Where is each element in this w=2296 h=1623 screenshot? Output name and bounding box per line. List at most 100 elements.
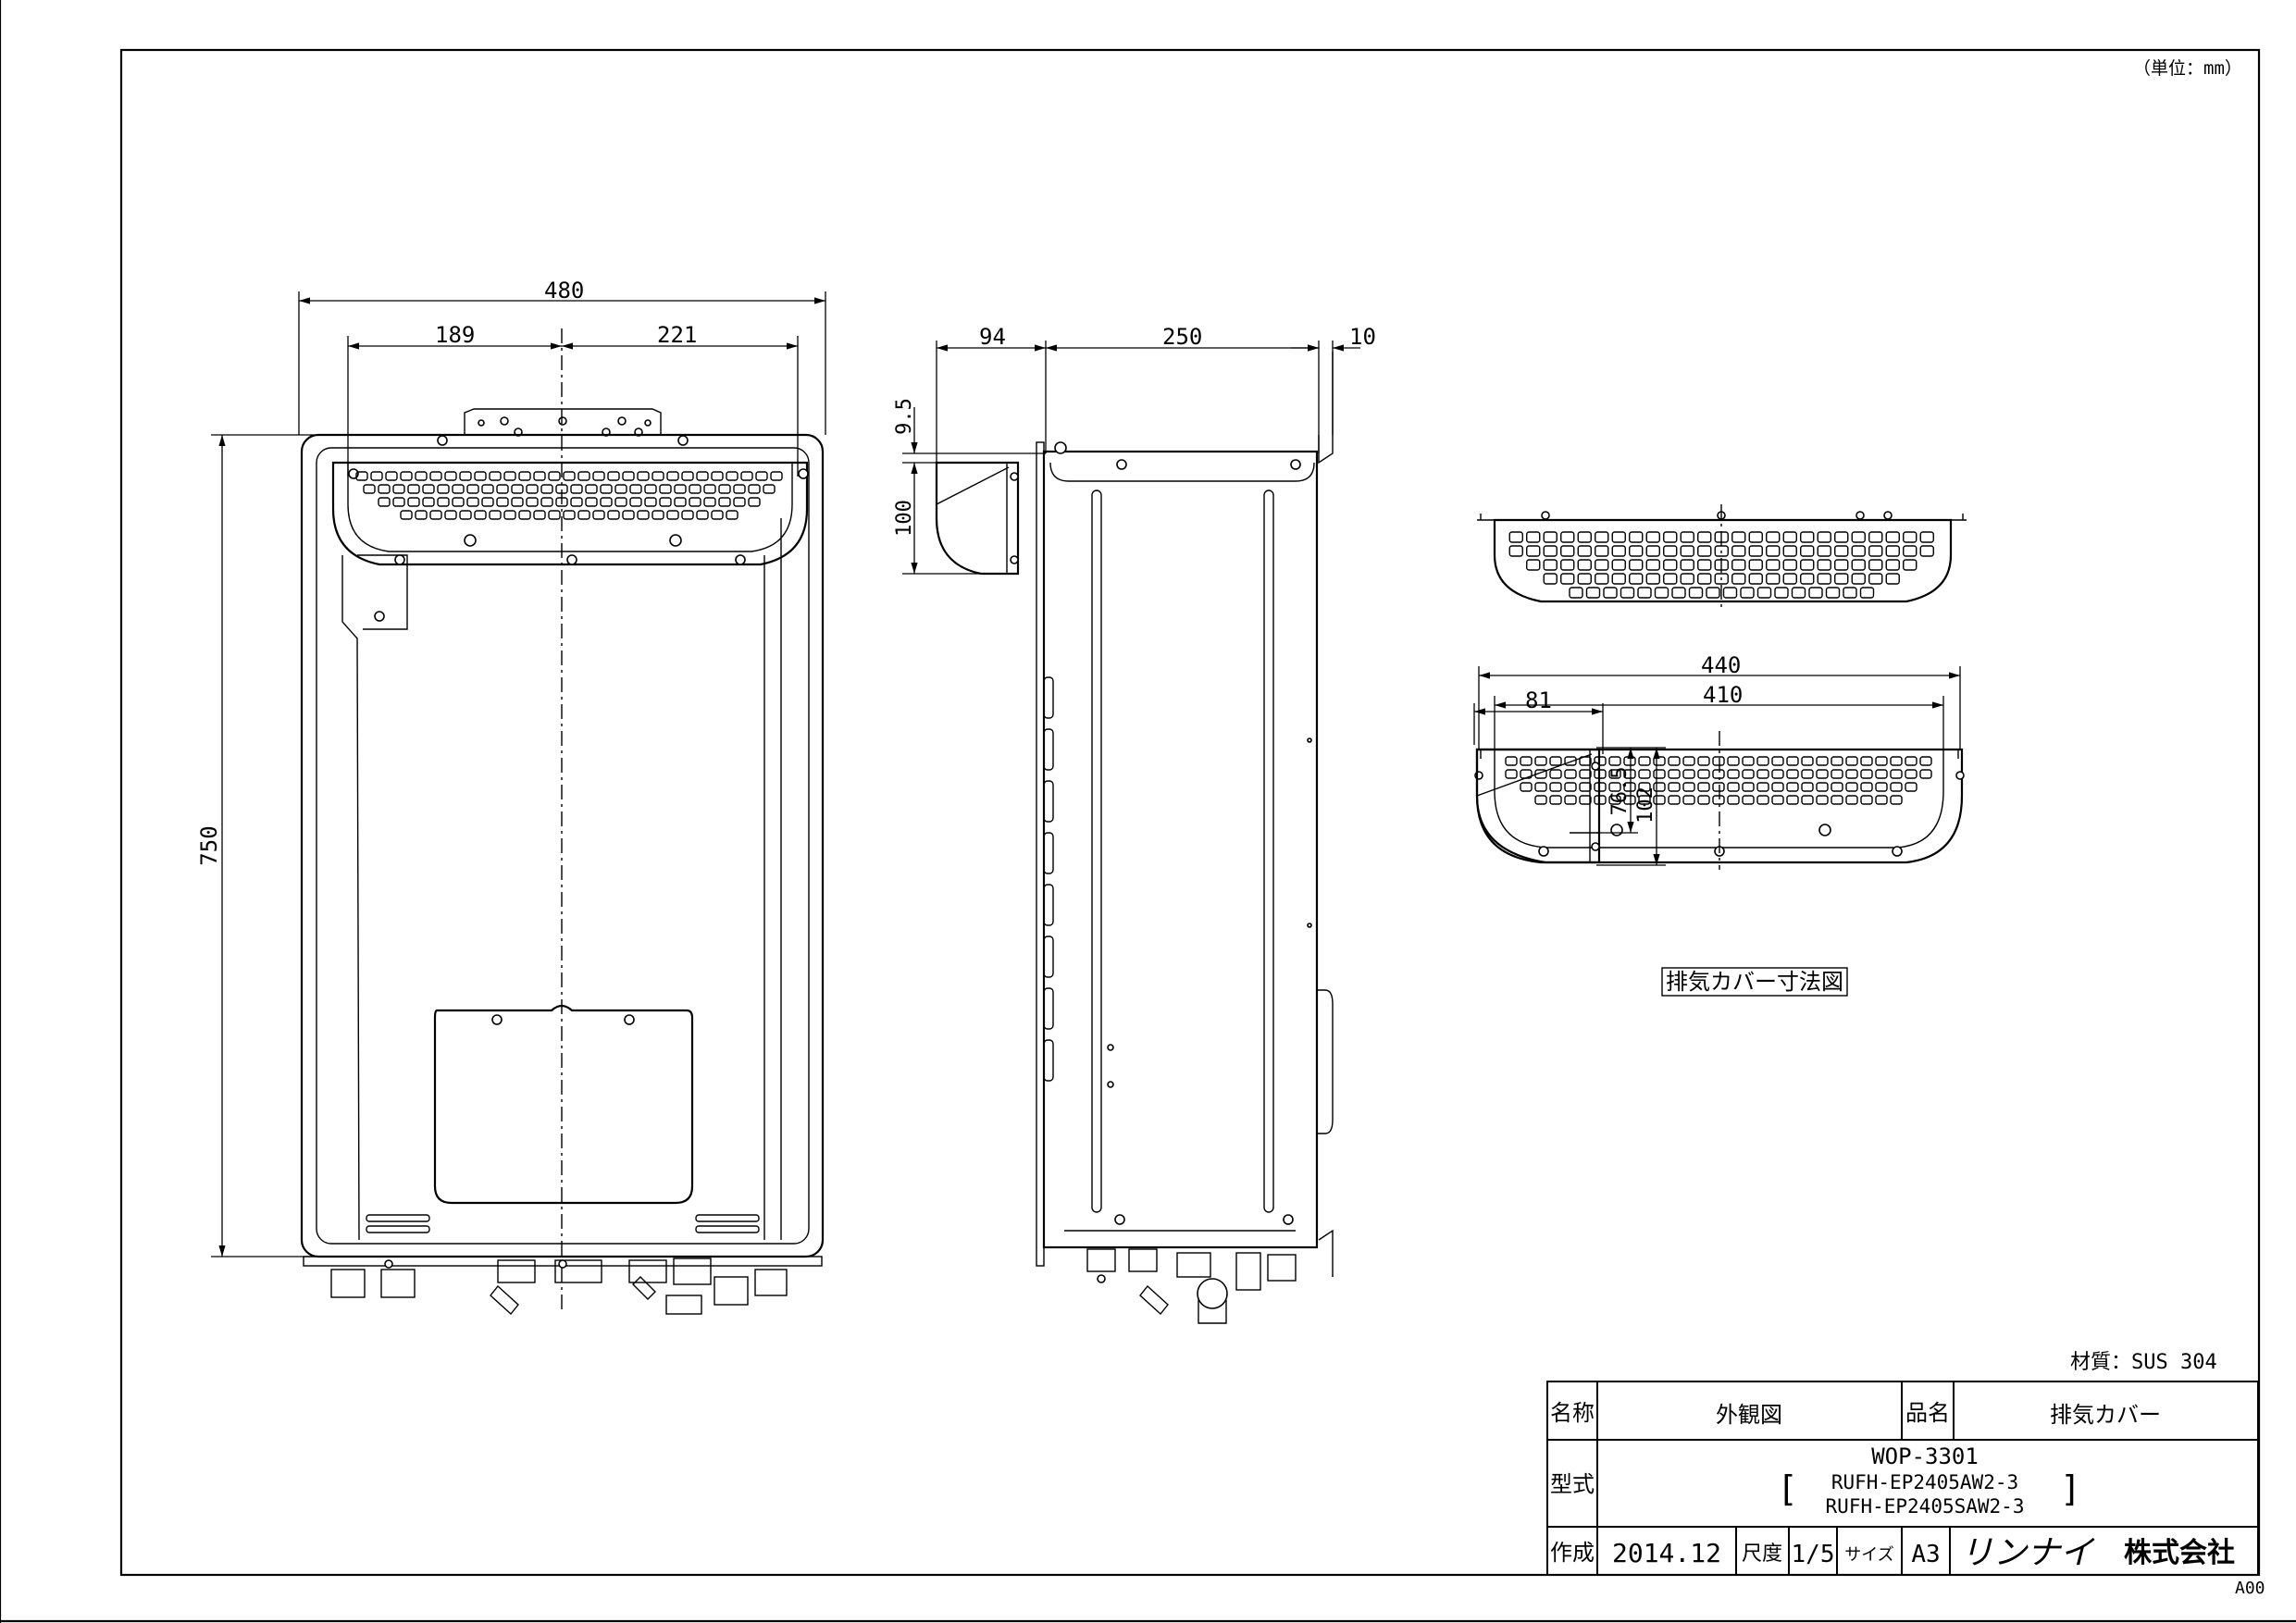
dim-cover-total-height: 102 — [1634, 787, 1657, 824]
grille-slot — [592, 471, 605, 481]
grille-slot — [1680, 559, 1694, 571]
grille-slot — [1682, 769, 1695, 779]
grille-slot — [1791, 587, 1806, 599]
grille-slot — [444, 510, 457, 520]
grille-slot — [400, 471, 413, 481]
grille-slot — [1564, 795, 1577, 805]
grille-slot — [1843, 587, 1857, 599]
grille-slot — [1817, 545, 1831, 557]
grille-slot — [392, 484, 405, 494]
grille-slot — [1727, 795, 1740, 805]
side-louvre — [1043, 935, 1054, 978]
grille-slot — [1727, 782, 1740, 792]
cover-caption: 排気カバー寸法図 — [1666, 969, 1843, 995]
grille-slot — [1766, 559, 1781, 571]
dim-side-cover-depth: 94 — [979, 324, 1006, 350]
grille-slot — [1851, 573, 1866, 585]
grille-slot — [770, 471, 783, 481]
dim-side-top-offset: 9.5 — [893, 398, 916, 435]
grille-slot — [1543, 545, 1558, 557]
grille-slot — [1851, 531, 1866, 543]
grille-slot — [1534, 795, 1547, 805]
grille-slot — [1771, 756, 1784, 766]
grille-slot — [1564, 782, 1577, 792]
grille-slot — [703, 484, 716, 494]
material-note: 材質：SUS 304 — [2070, 1351, 2217, 1374]
dim-cover-lip-height: 76.5 — [1608, 767, 1632, 816]
grille-slot — [1611, 559, 1626, 571]
dim-cover-depth: 81 — [1525, 688, 1552, 713]
grille-slot — [1860, 795, 1873, 805]
grille-slot — [1520, 782, 1533, 792]
grille-slot — [1638, 756, 1651, 766]
grille-slot — [563, 510, 576, 520]
grille-slot — [1714, 573, 1729, 585]
grille-slot — [1638, 795, 1651, 805]
grille-slot — [1885, 531, 1900, 543]
grille-slot — [466, 484, 479, 494]
grille-slot — [1712, 756, 1725, 766]
grille-slot — [1817, 573, 1831, 585]
grille-slot — [1727, 769, 1740, 779]
grille-slot — [1816, 756, 1829, 766]
grille-slot — [1742, 756, 1755, 766]
grille-slot — [1549, 769, 1562, 779]
grille-slot — [1771, 795, 1784, 805]
front-bottom-fittings — [303, 1256, 823, 1316]
cover-top-view — [1477, 504, 1967, 611]
dim-cover-outer-width: 440 — [1701, 652, 1741, 678]
grille-slot — [1875, 782, 1888, 792]
dim-side-body-depth: 250 — [1162, 324, 1202, 350]
grille-slot — [577, 510, 590, 520]
grille-slot — [585, 484, 598, 494]
grille-slot — [1577, 559, 1592, 571]
grille-slot — [1868, 531, 1883, 543]
grille-slot — [1851, 545, 1866, 557]
cover-caption-box — [1661, 967, 1848, 997]
grille-slot — [1756, 587, 1772, 599]
grille-slot — [429, 471, 442, 481]
grille-slot — [503, 510, 516, 520]
grille-slot — [1712, 769, 1725, 779]
grille-slot — [1919, 545, 1934, 557]
grille-slot — [496, 497, 509, 507]
grille-slot — [1608, 795, 1621, 805]
grille-slot — [1697, 756, 1710, 766]
grille-slot — [703, 497, 716, 507]
grille-slot — [1663, 545, 1678, 557]
grille-slot — [407, 497, 420, 507]
grille-slot — [1742, 795, 1755, 805]
grille-slot — [681, 471, 694, 481]
grille-slot — [1859, 587, 1875, 599]
grille-slot — [1534, 782, 1547, 792]
grille-slot — [1623, 756, 1636, 766]
dim-side-back-gap: 10 — [1349, 324, 1376, 350]
grille-slot — [1560, 545, 1575, 557]
grille-slot — [459, 471, 472, 481]
grille-slot — [1603, 587, 1618, 599]
grille-slot — [1595, 559, 1609, 571]
grille-slot — [437, 497, 450, 507]
title-name-value: 外観図 — [1716, 1402, 1782, 1428]
grille-slot — [1831, 795, 1843, 805]
grille-slot — [511, 484, 524, 494]
front-view: 480 189 221 750 — [196, 278, 826, 1316]
grille-slot — [1608, 756, 1621, 766]
grille-slot — [1653, 769, 1666, 779]
grille-slot — [1800, 531, 1815, 543]
grille-slot — [637, 510, 650, 520]
grille-slot — [1825, 587, 1841, 599]
grille-slot — [452, 484, 465, 494]
grille-slot — [1800, 573, 1815, 585]
grille-slot — [1786, 769, 1799, 779]
grille-slot — [1816, 769, 1829, 779]
grille-slot — [1885, 559, 1900, 571]
title-size-value: A3 — [1911, 1541, 1940, 1568]
grille-slot — [1579, 782, 1592, 792]
grille-slot — [1831, 756, 1843, 766]
grille-slot — [1731, 573, 1746, 585]
grille-slot — [1816, 782, 1829, 792]
grille-slot — [1919, 531, 1934, 543]
grille-slot — [1549, 795, 1562, 805]
grille-slot — [1560, 559, 1575, 571]
